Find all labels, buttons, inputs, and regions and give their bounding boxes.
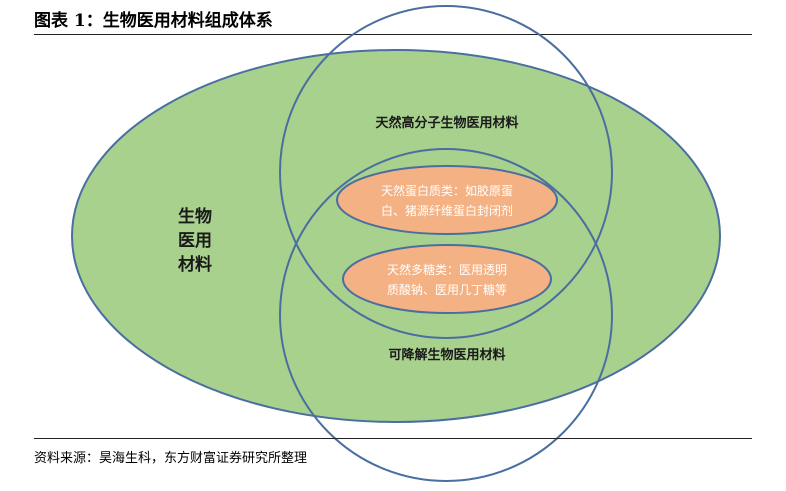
outer-label-line-3: 材料 [178,254,212,275]
circle-natural-polymer [279,5,613,339]
outer-label-line-1: 生物 [178,206,212,227]
circle-top-label: 天然高分子生物医用材料 [375,115,518,131]
source-note: 资料来源：昊海生科，东方财富证券研究所整理 [34,451,308,466]
bottom-divider [34,438,752,439]
top-divider [34,34,752,35]
pill-natural-polysaccharide [342,244,552,314]
circle-bottom-label: 可降解生物医用材料 [388,347,505,363]
circle-degradable [279,148,613,482]
pill-protein-line-1: 天然蛋白质类：如胶原蛋 [381,183,513,198]
figure-title: 图表 1：生物医用材料组成体系 [34,11,273,31]
pill-sugar-line-2: 质酸钠、医用几丁糖等 [387,282,507,297]
pill-sugar-line-1: 天然多糖类：医用透明 [387,262,507,277]
outer-label-line-2: 医用 [178,231,212,251]
pill-protein-line-2: 白、猪源纤维蛋白封闭剂 [381,203,513,218]
outer-ellipse-biomedical [71,49,721,423]
pill-natural-protein [336,165,558,235]
